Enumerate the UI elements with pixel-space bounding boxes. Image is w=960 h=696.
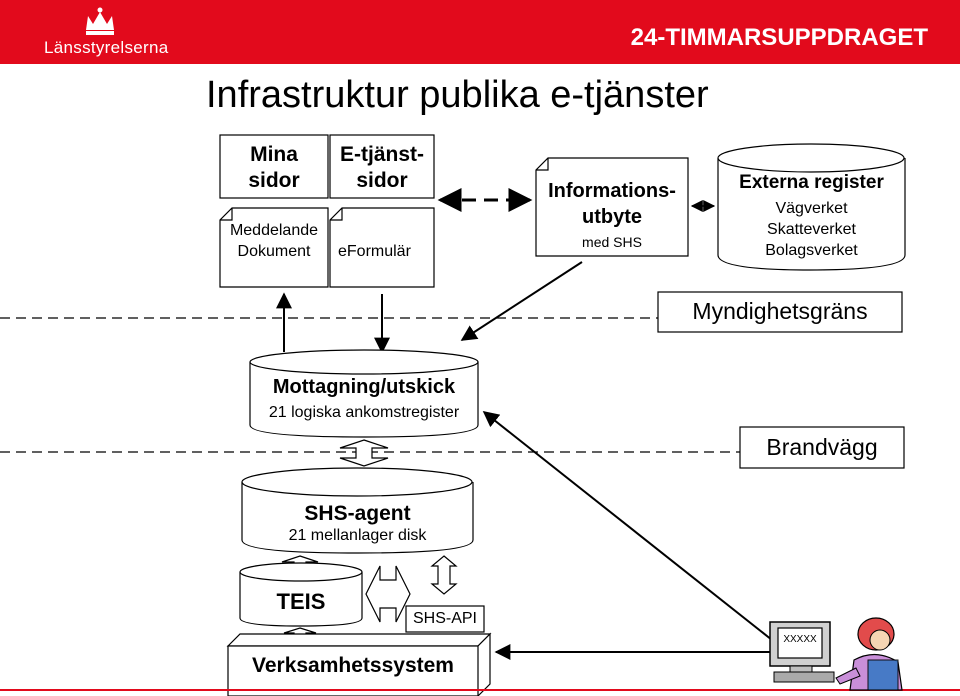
shs-api-label: SHS-API [412,610,477,627]
verksamhetssystem-label: Verksamhetssystem [252,654,454,677]
myndighetsgrans-label: Myndighetsgräns [692,298,868,324]
brand-name: Länsstyrelserna [44,38,169,57]
informationsutbyte-document [535,157,689,257]
shs-agent-sub-label: 21 mellanlager disk [288,527,427,544]
page-title: Infrastruktur publika e-tjänster [206,74,709,116]
header-bar: Länsstyrelserna 24-TIMMARSUPPDRAGET [0,0,960,64]
meddelande-label: Meddelande Dokument [229,222,319,260]
verksamhetssystem-box [226,632,492,696]
user-at-computer-icon [769,617,903,691]
shs-agent-cylinder [241,467,474,554]
externa-register-items: Vägverket Skatteverket Bolagsverket [765,200,858,259]
med-shs-label: med SHS [582,234,642,250]
e-tjanster-box [329,134,435,199]
mina-sidor-box [219,134,329,199]
brandvagg-box [739,426,905,469]
shs-api-box [405,605,485,633]
meddelande-fold-icon [220,208,233,221]
meddelande-document [219,207,329,288]
informationsutbyte-fold-icon [536,158,549,171]
eformular-label: eFormulär [338,243,411,260]
block-arrow-shs-api-icon [430,555,458,595]
block-arrow-mottagning-shs-icon [339,439,389,467]
mina-sidor-label: Mina sidor [248,143,300,192]
shs-agent-label: SHS-agent [304,502,411,525]
informationsutbyte-label: Informations- utbyte [548,180,676,228]
mottagning-label: Mottagning/utskick [272,376,456,398]
block-arrow-shs-verksamhet-icon [365,565,411,623]
e-tjanster-label: E-tjänst- sidor [340,143,424,192]
mottagning-sub-label: 21 logiska ankomstregister [268,404,460,421]
brandvagg-label: Brandvägg [766,434,878,460]
screen-text: XXXXX [783,634,817,645]
crown-logo-icon [86,7,114,35]
externa-register-label: Externa register [739,172,884,193]
teis-label: TEIS [276,589,326,614]
teis-cylinder [239,562,363,627]
arrow-exchange-mottagning [460,261,583,341]
arrow-user-mottagning [482,411,773,641]
externa-register-cylinder [717,143,906,271]
myndighetsgrans-box [657,291,903,333]
eformular-fold-icon [330,208,343,221]
eformular-document [329,207,435,288]
mottagning-cylinder [249,349,479,438]
program-title: 24-TIMMARSUPPDRAGET [630,24,928,51]
